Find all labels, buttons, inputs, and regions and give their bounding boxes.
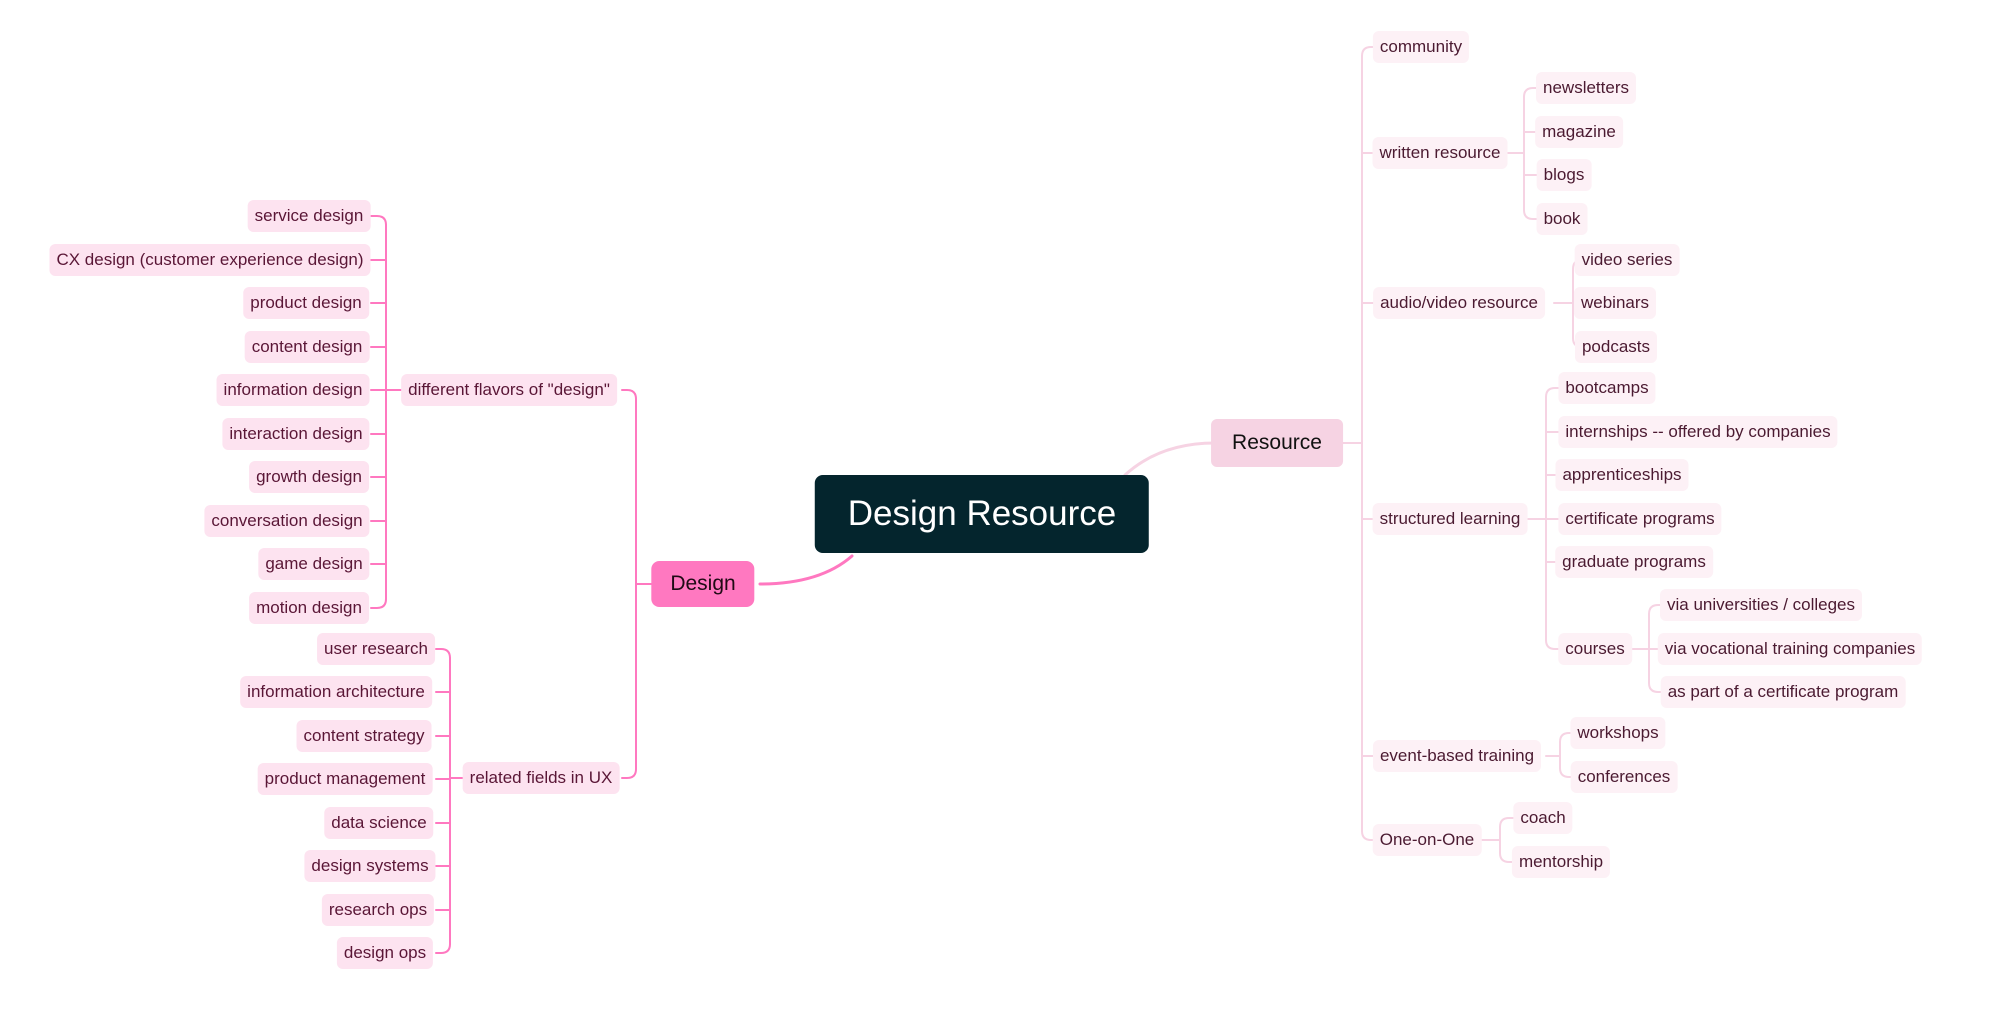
ux-field-item[interactable]: design ops xyxy=(336,937,434,969)
connector-line xyxy=(1648,604,1667,615)
structured-learning-item[interactable]: certificate programs xyxy=(1558,503,1722,535)
course-item[interactable]: via vocational training companies xyxy=(1657,633,1923,665)
connector-line xyxy=(1559,732,1577,743)
resource-event-based[interactable]: event-based training xyxy=(1372,740,1542,772)
design-flavor-item[interactable]: motion design xyxy=(249,592,369,624)
connector-line xyxy=(621,389,637,400)
connector-line xyxy=(435,943,451,954)
ux-field-item[interactable]: content strategy xyxy=(296,720,432,752)
ux-field-item[interactable]: design systems xyxy=(304,850,436,882)
design-group-flavors[interactable]: different flavors of "design" xyxy=(401,374,617,406)
connector-line xyxy=(1523,87,1541,98)
connector-line xyxy=(1499,852,1517,863)
design-branch-node[interactable]: Design xyxy=(651,561,755,607)
connector-line xyxy=(1559,767,1577,778)
structured-learning-courses[interactable]: courses xyxy=(1558,633,1632,665)
ux-field-item[interactable]: product management xyxy=(257,763,433,795)
connector-line xyxy=(758,554,854,586)
structured-learning-item[interactable]: apprenticeships xyxy=(1555,459,1689,491)
design-flavor-item[interactable]: product design xyxy=(243,287,369,319)
design-flavor-item[interactable]: service design xyxy=(247,200,371,232)
written-resource-item[interactable]: newsletters xyxy=(1536,72,1636,104)
connector-line xyxy=(1648,682,1667,693)
design-flavor-item[interactable]: CX design (customer experience design) xyxy=(49,244,371,276)
connector-line xyxy=(435,648,451,659)
connector-line xyxy=(621,768,637,779)
root-node[interactable]: Design Resource xyxy=(814,475,1150,553)
resource-community[interactable]: community xyxy=(1372,31,1470,63)
written-resource-item[interactable]: book xyxy=(1536,203,1588,235)
ux-field-item[interactable]: research ops xyxy=(321,894,435,926)
ux-field-item[interactable]: user research xyxy=(317,633,435,665)
design-flavor-item[interactable]: growth design xyxy=(249,461,369,493)
structured-learning-item[interactable]: internships -- offered by companies xyxy=(1558,416,1838,448)
ux-field-item[interactable]: information architecture xyxy=(240,676,432,708)
resource-structured-learning[interactable]: structured learning xyxy=(1372,503,1528,535)
resource-one-on-one[interactable]: One-on-One xyxy=(1372,824,1482,856)
design-group-related-fields[interactable]: related fields in UX xyxy=(462,762,620,794)
event-training-item[interactable]: workshops xyxy=(1570,717,1666,749)
connector-line xyxy=(370,215,387,226)
structured-learning-item[interactable]: graduate programs xyxy=(1555,546,1713,578)
course-item[interactable]: as part of a certificate program xyxy=(1660,676,1906,708)
one-on-one-item[interactable]: coach xyxy=(1513,802,1573,834)
audio-video-item[interactable]: podcasts xyxy=(1574,331,1658,363)
connector-line xyxy=(1361,46,1379,57)
written-resource-item[interactable]: blogs xyxy=(1536,159,1592,191)
design-flavor-item[interactable]: game design xyxy=(258,548,370,580)
connector-line xyxy=(1361,830,1379,841)
connector-line xyxy=(1545,387,1563,398)
written-resource-item[interactable]: magazine xyxy=(1535,116,1623,148)
design-flavor-item[interactable]: information design xyxy=(216,374,370,406)
connector-line xyxy=(1123,441,1217,477)
event-training-item[interactable]: conferences xyxy=(1570,761,1678,793)
audio-video-item[interactable]: webinars xyxy=(1573,287,1657,319)
connector-line xyxy=(1499,817,1517,828)
connector-line xyxy=(1545,639,1563,650)
resource-branch-node[interactable]: Resource xyxy=(1211,419,1343,467)
resource-audio-video[interactable]: audio/video resource xyxy=(1373,287,1545,319)
connector-line xyxy=(370,598,387,609)
ux-field-item[interactable]: data science xyxy=(324,807,434,839)
resource-written[interactable]: written resource xyxy=(1372,137,1508,169)
course-item[interactable]: via universities / colleges xyxy=(1659,589,1863,621)
structured-learning-item[interactable]: bootcamps xyxy=(1558,372,1656,404)
audio-video-item[interactable]: video series xyxy=(1574,244,1680,276)
connector-line xyxy=(1523,209,1541,220)
design-flavor-item[interactable]: interaction design xyxy=(222,418,370,450)
design-flavor-item[interactable]: conversation design xyxy=(204,505,370,537)
one-on-one-item[interactable]: mentorship xyxy=(1511,846,1611,878)
design-flavor-item[interactable]: content design xyxy=(244,331,370,363)
